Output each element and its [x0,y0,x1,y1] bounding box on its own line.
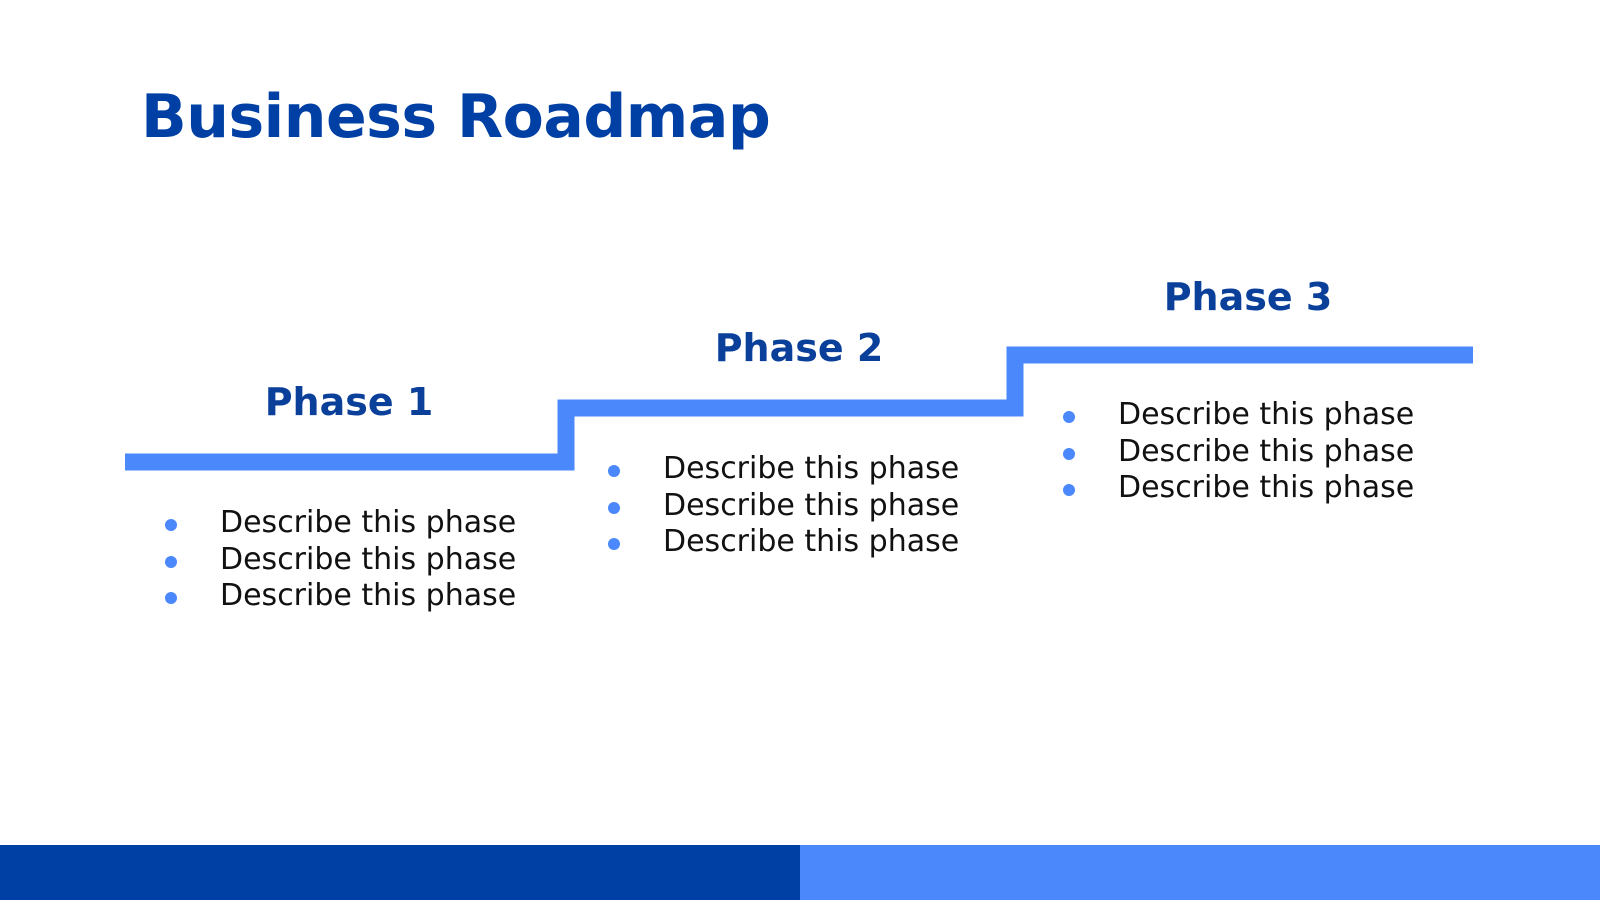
phase-2-list: Describe this phase Describe this phase … [606,451,959,561]
list-item: Describe this phase [163,542,516,579]
bullet-icon [608,465,620,477]
step-path [125,346,1473,471]
phase-heading: Phase 3 [1163,275,1333,319]
phase-1-list: Describe this phase Describe this phase … [163,505,516,615]
phase-heading: Phase 1 [264,380,434,424]
list-item: Describe this phase [163,505,516,542]
footer-bar-dark [0,845,800,900]
phase-3-list: Describe this phase Describe this phase … [1061,397,1414,507]
item-text: Describe this phase [1118,433,1415,469]
item-text: Describe this phase [220,578,517,613]
list-item: Describe this phase [163,578,516,615]
bullet-icon [608,501,620,514]
list-item: Describe this phase [606,524,959,561]
item-text: Describe this phase [220,541,517,577]
bullet-icon [1063,411,1075,423]
item-text: Describe this phase [1118,397,1415,432]
list-item: Describe this phase [1061,470,1414,507]
footer-bar-light [800,845,1600,900]
list-item: Describe this phase [606,488,959,525]
bullet-icon [165,519,177,531]
item-text: Describe this phase [663,524,960,559]
list-item: Describe this phase [606,451,959,488]
bullet-icon [165,592,177,604]
bullet-icon [1063,484,1075,496]
item-text: Describe this phase [1118,470,1415,505]
phase-heading: Phase 2 [714,326,884,370]
item-text: Describe this phase [220,505,517,540]
bullet-icon [608,538,620,550]
item-text: Describe this phase [663,487,960,523]
list-item: Describe this phase [1061,397,1414,434]
bullet-icon [165,555,177,568]
item-text: Describe this phase [663,451,960,486]
slide-title: Business Roadmap [141,82,771,152]
bullet-icon [1063,447,1075,460]
list-item: Describe this phase [1061,434,1414,471]
